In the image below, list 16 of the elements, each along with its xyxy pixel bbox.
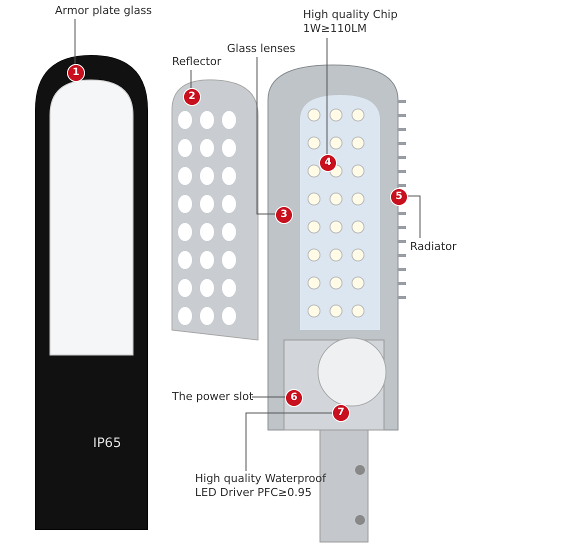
leader-line [74,18,76,64]
callout-label: Radiator [410,240,490,254]
leader-line [406,196,420,238]
callout-label: Glass lenses [227,42,327,56]
callout-label: High quality Waterproof LED Driver PFC≥0.95 [195,472,345,500]
leader-line [256,56,276,214]
callout-number: 5 [390,188,408,206]
leader-line [246,412,332,472]
callout-label: The power slot [172,390,262,404]
leader-line [326,38,328,154]
callout-label: Reflector [172,55,252,69]
rating-text: IP65 [93,437,122,451]
leader-line [252,396,286,398]
leader-line [190,70,192,88]
callout-label: Armor plate glass [55,4,185,18]
callout-label: High quality Chip 1W≥110LM [303,8,433,36]
